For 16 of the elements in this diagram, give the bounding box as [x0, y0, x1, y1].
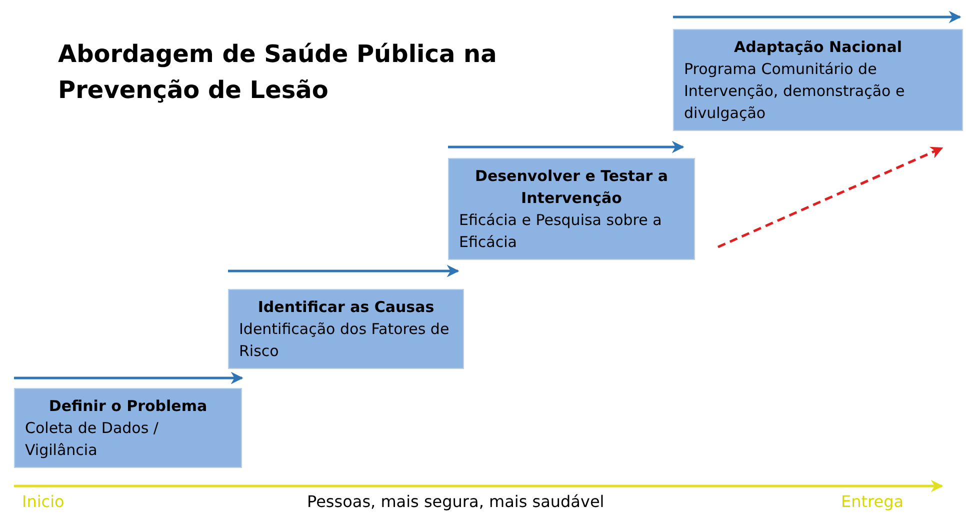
axis-end-label: Entrega [841, 492, 904, 511]
step-heading: Desenvolver e Testar a Intervenção [474, 166, 669, 209]
step-heading: Adaptação Nacional [733, 37, 903, 58]
step-box [14, 388, 242, 468]
title: Abordagem de Saúde Pública na Prevenção de Lesão [58, 39, 498, 106]
step-heading: Identificar as Causas [256, 297, 436, 318]
step-description: Coleta de Dados / Vigilância [25, 418, 160, 461]
step-box [228, 289, 464, 369]
step-description: Programa Comunitário de Intervenção, demonstração e divulgação [684, 59, 906, 124]
step-description: Eficácia e Pesquisa sobre a Eficácia [459, 210, 663, 253]
axis-end-label: Inicio [22, 492, 64, 511]
axis-caption: Pessoas, mais segura, mais saudável [307, 492, 604, 511]
step-heading: Definir o Problema [48, 396, 208, 417]
step-description: Identificação dos Fatores de Risco [239, 319, 450, 362]
step-box [448, 158, 695, 260]
step-box [673, 29, 963, 131]
